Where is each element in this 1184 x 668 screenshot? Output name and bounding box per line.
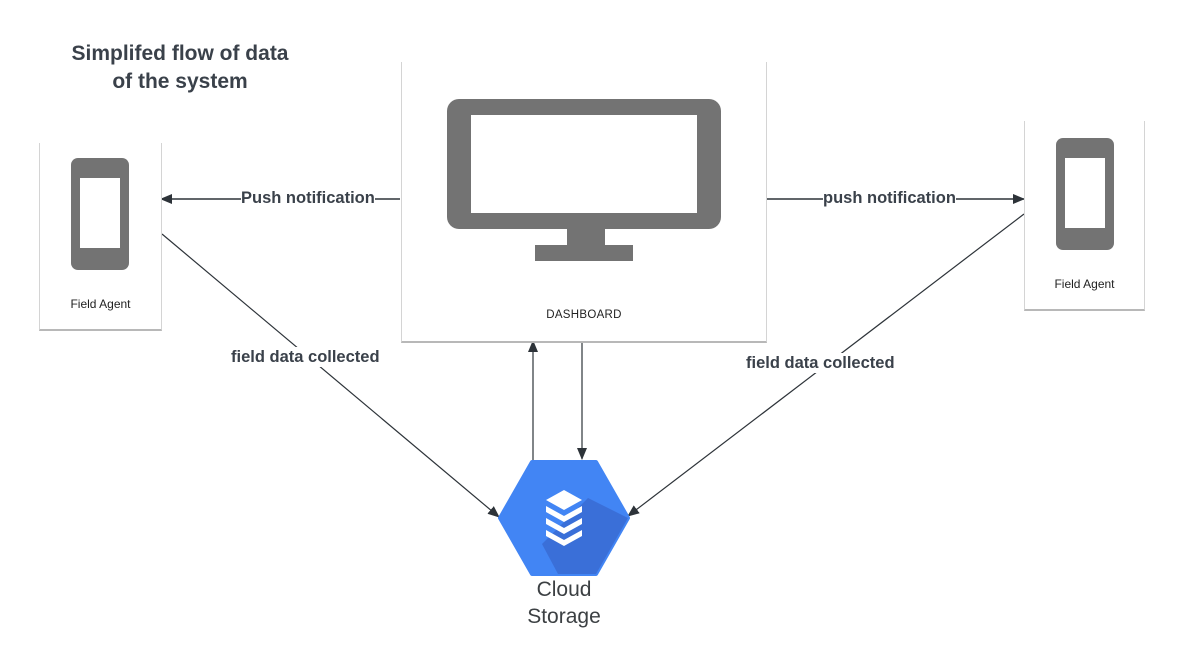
diagram-title: Simplifed flow of data of the system bbox=[71, 42, 289, 93]
dashboard-node: DASHBOARD bbox=[401, 62, 767, 343]
edge-label-left-data: field data collected bbox=[231, 347, 380, 367]
cloud-storage-icon bbox=[498, 460, 630, 576]
field-agent-right-node: Field Agent bbox=[1024, 121, 1145, 311]
cloud-storage-label: Cloud Storage bbox=[504, 576, 624, 630]
edge-label-right-data: field data collected bbox=[746, 353, 895, 373]
cloud-storage-label-line1: Cloud bbox=[536, 578, 592, 601]
cloud-storage-label-line2: Storage bbox=[527, 605, 601, 628]
field-agent-left-label: Field Agent bbox=[70, 297, 131, 311]
dashboard-label: DASHBOARD bbox=[546, 309, 622, 321]
field-agent-left-node: Field Agent bbox=[39, 143, 162, 331]
edge-label-push-left: Push notification bbox=[241, 188, 375, 208]
smartphone-icon bbox=[71, 158, 129, 270]
desktop-monitor-icon bbox=[447, 99, 721, 261]
edge-label-push-right: push notification bbox=[823, 188, 956, 208]
smartphone-icon bbox=[1056, 138, 1114, 250]
edge-left-to-storage bbox=[161, 233, 500, 518]
field-agent-right-label: Field Agent bbox=[1054, 277, 1115, 291]
